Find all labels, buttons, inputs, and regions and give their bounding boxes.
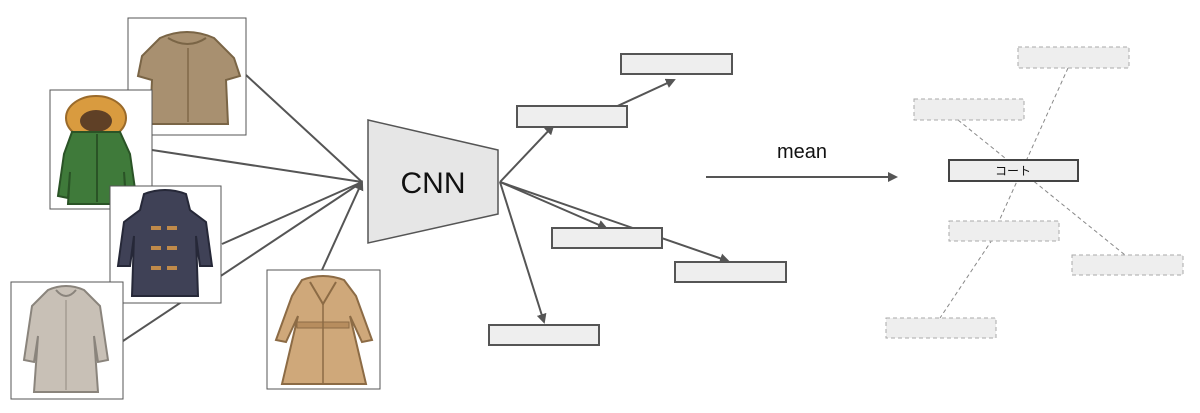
cnn-label: CNN [401, 167, 466, 200]
arrow-to-embedding-5 [499, 181, 547, 324]
mean-result-box [948, 159, 1079, 182]
embedding-box-3 [551, 227, 663, 249]
mean-label: mean [777, 141, 827, 163]
ghost-box-4 [1071, 254, 1184, 276]
embedding-box-2 [516, 105, 628, 128]
ghost-box-1 [1017, 46, 1130, 69]
dash-line-1 [994, 67, 1069, 231]
photo-grey-coat [10, 281, 124, 400]
arrow-to-embedding-1 [499, 124, 555, 183]
arrow-to-embedding-3 [499, 181, 608, 230]
connector-trench-coat [321, 180, 364, 271]
grey-coat-icon [22, 285, 110, 393]
arrow-to-embedding-4 [499, 181, 730, 264]
connector-green-parka [151, 149, 363, 183]
embedding-boxes [488, 53, 787, 346]
green-parka-icon [56, 95, 138, 205]
connector-navy-duffle [221, 181, 363, 245]
embedding-box-4 [674, 261, 787, 283]
mean-result: コート [948, 159, 1079, 182]
photo-fur-coat [127, 17, 247, 136]
photo-navy-duffle [109, 185, 222, 304]
cnn-block: CNN [367, 119, 499, 244]
ghost-box-2 [913, 98, 1025, 121]
mean-step: mean [706, 141, 898, 182]
image-connections [122, 74, 364, 342]
embedding-box-1 [620, 53, 733, 75]
trench-coat-icon [274, 275, 374, 385]
mean-result-label: コート [995, 164, 1031, 178]
connector-grey-coat [122, 181, 363, 342]
photo-trench-coat [266, 269, 381, 390]
navy-duffle-coat-icon [116, 189, 214, 297]
cnn-trapezoid [367, 119, 499, 244]
fur-coat-icon [136, 31, 242, 125]
embedding-box-5 [488, 324, 600, 346]
ghost-box-5 [885, 317, 997, 339]
ghost-connections [939, 67, 1126, 319]
ghost-box-3 [948, 220, 1060, 242]
connector-fur-coat [245, 74, 363, 183]
ghost-embedding-boxes [885, 46, 1184, 339]
dash-line-2 [957, 119, 1126, 256]
